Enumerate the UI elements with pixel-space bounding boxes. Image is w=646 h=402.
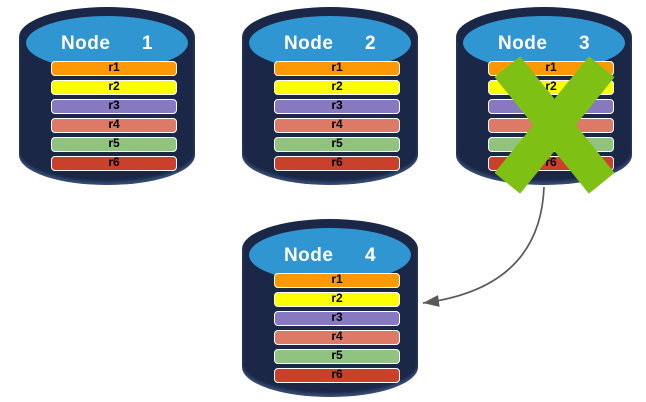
replica-row: r5	[51, 137, 177, 152]
database-node: Node 2 r1 r2 r3 r4 r5 r6	[242, 7, 418, 185]
node-title: Node 2	[283, 32, 377, 54]
replica-row: r4	[51, 118, 177, 133]
database-node: Node 1 r1 r2 r3 r4 r5 r6	[19, 7, 195, 185]
node-title: Node 1	[60, 32, 154, 54]
replica-list: r1 r2 r3 r4 r5 r6	[274, 273, 400, 383]
replica-row: r3	[274, 99, 400, 114]
node-title: Node 4	[283, 244, 377, 266]
replica-row: r3	[274, 311, 400, 326]
replica-row: r5	[274, 349, 400, 364]
failover-arrow-path	[422, 186, 545, 307]
replica-row: r2	[274, 80, 400, 95]
replica-row: r3	[51, 99, 177, 114]
replica-row: r2	[51, 80, 177, 95]
replica-row: r1	[51, 61, 177, 76]
replica-row: r4	[274, 330, 400, 345]
replica-row: r5	[274, 137, 400, 152]
replica-list: r1 r2 r3 r4 r5 r6	[274, 61, 400, 171]
node-title: Node 3	[497, 32, 591, 54]
replica-row: r4	[274, 118, 400, 133]
replica-row: r1	[274, 61, 400, 76]
replica-row: r6	[51, 156, 177, 171]
replica-row: r6	[274, 368, 400, 383]
database-node: Node 4 r1 r2 r3 r4 r5 r6	[242, 219, 418, 397]
replica-list: r1 r2 r3 r4 r5 r6	[51, 61, 177, 171]
replica-row: r6	[274, 156, 400, 171]
replica-row: r2	[274, 292, 400, 307]
replica-row: r1	[274, 273, 400, 288]
